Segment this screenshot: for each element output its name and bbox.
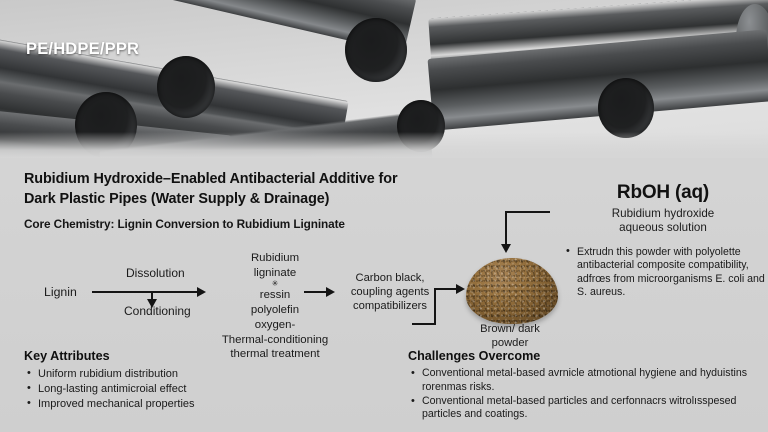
list-item: Extrudn this powder with polyolette anti…	[564, 245, 766, 299]
pipe-mouth-top-middle	[345, 18, 407, 82]
flow-node-carbon-black: Carbon black, coupling agents compatibil…	[340, 271, 440, 313]
list-item: Uniform rubidium distribution	[24, 366, 274, 382]
list-item: Improved mechanical properties	[24, 396, 274, 412]
arrowhead-to-conditioning	[147, 299, 157, 308]
ligninate-line-4: polyolefin	[250, 304, 300, 317]
rboh-bullet-list: Extrudn this powder with polyolette anti…	[564, 245, 766, 299]
flow-node-lignin: Lignin	[44, 285, 77, 299]
challenges-section: Challenges Overcome Conventional metal-b…	[408, 349, 766, 422]
rboh-title: RbOH (aq)	[616, 182, 710, 203]
asterisk-icon: ✳	[271, 279, 279, 289]
challenges-heading: Challenges Overcome	[408, 349, 541, 363]
pipes-photo-banner: PE/HDPE/PPR	[0, 0, 768, 158]
arrow-rboh-vertical	[505, 211, 507, 246]
arrow-rboh-horizontal	[505, 211, 550, 213]
page-subtitle: Core Chemistry: Lignin Conversion to Rub…	[24, 216, 345, 231]
powder-caption: Brown/ dark powder	[455, 323, 565, 351]
pipe-mouth-middle-right	[598, 78, 654, 138]
key-attributes-heading: Key Attributes	[24, 349, 110, 363]
page-title: Rubidium Hydroxide–Enabled Antibacterial…	[24, 170, 504, 210]
key-attributes-section: Key Attributes Uniform rubidium distribu…	[24, 349, 274, 412]
arrowhead-rboh-to-powder	[501, 244, 511, 253]
ligninate-line-6: Thermal-conditioning	[221, 333, 329, 346]
banner-bottom-fade	[0, 132, 768, 158]
arrow-carbon-bottom	[412, 323, 436, 325]
ligninate-line-0: Rubidium	[250, 252, 300, 264]
rboh-subtitle-line1: Rubidium hydroxide	[611, 207, 715, 220]
banner-material-label: PE/HDPE/PPR	[26, 40, 140, 58]
flow-label-dissolution: Dissolution	[126, 266, 185, 280]
rboh-subtitle: Rubidium hydroxide aqueous solution	[560, 207, 766, 235]
list-item: Long-lasting antimicroial effect	[24, 381, 274, 397]
flow-node-ligninate: Rubidium ligninate ✳ ressin polyolefin o…	[214, 251, 336, 362]
brown-powder-image	[466, 258, 558, 324]
arrow-conditioning-vertical	[151, 291, 153, 301]
ligninate-line-5: oxygen-	[254, 318, 296, 331]
rboh-block: RbOH (aq) Rubidium hydroxide aqueous sol…	[560, 182, 766, 299]
powder-caption-line2: powder	[491, 336, 529, 349]
challenges-list: Conventional metal-based avrnicle atmoti…	[408, 366, 766, 422]
title-block: Rubidium Hydroxide–Enabled Antibacterial…	[24, 170, 504, 231]
key-attributes-list: Uniform rubidium distribution Long-lasti…	[24, 366, 274, 412]
arrowhead-lignin-to-ligninate	[197, 287, 206, 297]
rboh-subtitle-line2: aqueous solution	[619, 221, 707, 235]
ligninate-line-7: thermal treatment	[230, 348, 320, 361]
carbon-line-2: compatibilizers	[353, 300, 427, 313]
arrow-carbon-vertical	[434, 288, 436, 324]
list-item: Conventional metal-based avrnicle atmoti…	[408, 366, 766, 394]
arrow-lignin-horizontal	[92, 291, 199, 293]
page-title-line1: Rubidium Hydroxide–Enabled Antibacterial…	[24, 171, 398, 187]
ligninate-line-3: ressin	[259, 289, 291, 302]
arrow-ligninate-horizontal	[304, 291, 328, 293]
carbon-line-0: Carbon black,	[355, 272, 425, 284]
arrowhead-ligninate-to-carbon	[326, 287, 335, 297]
ligninate-line-1: ligninate	[253, 266, 297, 279]
arrowhead-carbon-to-powder	[456, 284, 465, 294]
powder-caption-line1: Brown/ dark	[480, 323, 540, 335]
flow-label-conditioning: Conditioning	[124, 304, 191, 318]
pipe-mouth-center	[157, 56, 215, 118]
page-title-line2: Dark Plastic Pipes (Water Supply & Drain…	[24, 190, 330, 207]
arrow-carbon-top	[434, 288, 458, 290]
carbon-line-1: coupling agents	[350, 286, 430, 299]
list-item: Conventional metal-based particles and c…	[408, 394, 766, 422]
